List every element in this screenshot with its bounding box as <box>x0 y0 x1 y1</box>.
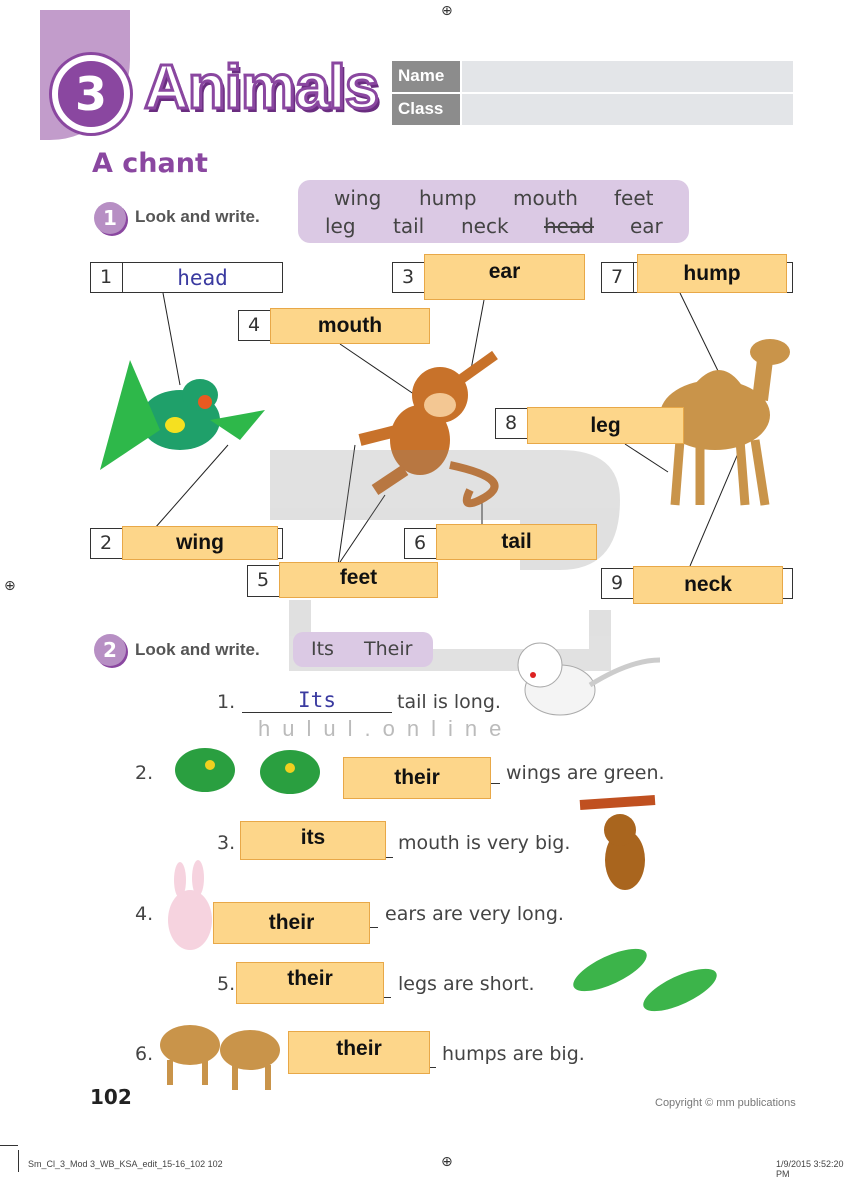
answer-box[interactable]: feet <box>279 562 438 598</box>
answer-box[interactable]: tail <box>436 524 597 560</box>
label-number: 2 <box>91 529 123 558</box>
unit-title: Animals <box>142 52 380 124</box>
word: ear <box>630 214 663 238</box>
name-row: Name <box>392 61 793 92</box>
word-crossed: head <box>544 214 594 238</box>
unit-number-badge: 3 <box>52 55 130 133</box>
registration-mark-icon: ⊕ <box>441 3 453 19</box>
label-number: 7 <box>602 263 634 292</box>
exercise-2-instruction: Look and write. <box>135 640 260 659</box>
word: tail <box>393 214 425 238</box>
sentence-text: mouth is very big. <box>398 832 571 854</box>
copyright: Copyright © mm publications <box>655 1097 796 1109</box>
watermark-text: hulul.online <box>258 716 514 741</box>
word: mouth <box>513 186 578 210</box>
option: Its <box>311 638 334 660</box>
exercise-1-number: 1 <box>94 202 126 234</box>
parrot-illustration <box>100 360 265 470</box>
registration-mark-icon: ⊕ <box>441 1154 453 1170</box>
crop-mark <box>0 1145 18 1146</box>
word: neck <box>461 214 509 238</box>
sentence-text: legs are short. <box>398 973 535 995</box>
sentence-number: 4. <box>135 903 154 925</box>
cat-illustration <box>517 642 661 716</box>
sentence-number: 1. <box>217 691 236 713</box>
class-label: Class <box>392 94 460 125</box>
answer-box[interactable]: neck <box>633 566 783 604</box>
lizards-illustration <box>573 948 717 1012</box>
label-number: 1 <box>91 263 123 292</box>
print-timestamp: 1/9/2015 3:52:20 PM <box>776 1159 844 1179</box>
monkey-illustration <box>358 350 499 508</box>
word: wing <box>334 186 382 210</box>
class-row: Class <box>392 94 793 125</box>
answer-handwritten[interactable]: Its <box>242 688 392 713</box>
label-number: 8 <box>496 409 528 438</box>
sentence-number: 6. <box>135 1043 154 1065</box>
camel-illustration <box>660 339 790 506</box>
sentence-text: humps are big. <box>442 1043 585 1065</box>
word-bank: wing hump mouth feet leg tail neck head … <box>298 180 689 243</box>
word: hump <box>419 186 477 210</box>
page-number: 102 <box>90 1085 132 1109</box>
label-number: 3 <box>393 263 425 292</box>
answer-box[interactable]: leg <box>527 407 684 444</box>
exercise-2-number: 2 <box>94 634 126 666</box>
name-label: Name <box>392 61 460 92</box>
answer-box[interactable]: mouth <box>270 308 430 344</box>
answer-box[interactable]: ear <box>424 254 585 300</box>
sentence-number: 5. <box>217 973 236 995</box>
exercise-1-instruction: Look and write. <box>135 207 260 226</box>
options-box: Its Their <box>293 632 433 667</box>
answer-handwritten[interactable]: head <box>177 265 228 290</box>
label-box-1: 1 head <box>90 262 283 293</box>
label-number: 6 <box>405 529 437 558</box>
name-field[interactable] <box>462 61 793 92</box>
crop-mark <box>18 1150 19 1172</box>
answer-box[interactable]: wing <box>122 526 278 560</box>
print-slug: Sm_Cl_3_Mod 3_WB_KSA_edit_15-16_102 102 <box>28 1159 223 1169</box>
answer-box[interactable]: their <box>213 902 370 944</box>
sentence-text: wings are green. <box>506 762 665 784</box>
registration-mark-icon: ⊕ <box>4 578 16 594</box>
hanging-monkey-illustration <box>579 795 656 890</box>
sentence-text: tail is long. <box>397 691 501 713</box>
label-number: 5 <box>248 566 280 596</box>
answer-box[interactable]: hump <box>637 254 787 293</box>
answer-box[interactable]: their <box>236 962 384 1004</box>
option: Their <box>364 638 413 660</box>
sentence-text: ears are very long. <box>385 903 564 925</box>
answer-box[interactable]: its <box>240 821 386 860</box>
word: feet <box>614 186 654 210</box>
label-number: 9 <box>602 569 634 598</box>
camels-illustration <box>160 1025 280 1090</box>
label-number: 4 <box>239 311 271 340</box>
rabbit-illustration <box>168 860 212 950</box>
answer-box[interactable]: their <box>288 1031 430 1074</box>
sentence-number: 2. <box>135 762 154 784</box>
word: leg <box>325 214 356 238</box>
section-title: A chant <box>92 148 208 179</box>
parrots-illustration <box>175 748 320 794</box>
sentence-number: 3. <box>217 832 236 854</box>
answer-box[interactable]: their <box>343 757 491 799</box>
class-field[interactable] <box>462 94 793 125</box>
